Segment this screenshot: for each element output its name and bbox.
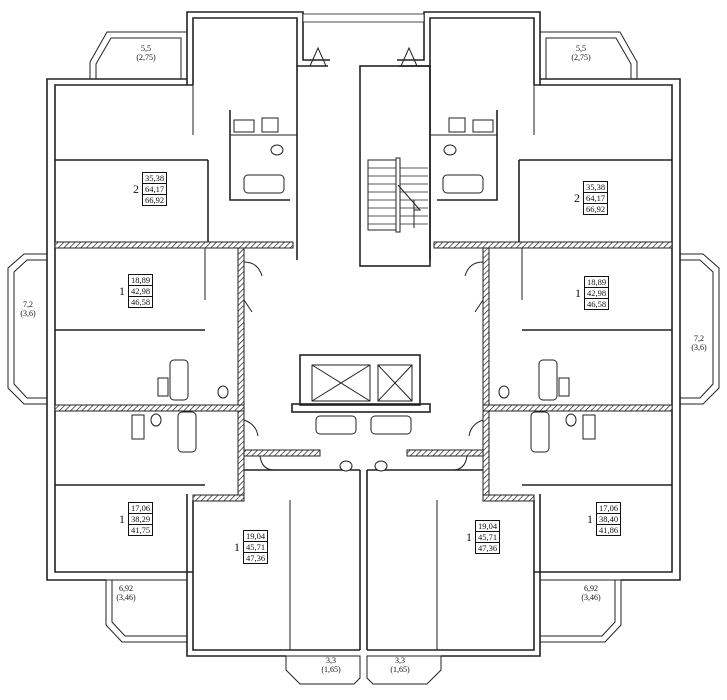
- balcony-label-bottom-right: 3,3(1,65): [390, 656, 410, 674]
- balcony-label-top-right: 5,5(2,75): [571, 44, 591, 62]
- bathroom-fixtures: [131, 117, 596, 472]
- interior-walls: [54, 66, 673, 650]
- outer-walls: [46, 11, 681, 657]
- elevators: [291, 354, 431, 413]
- balcony-label-bottom-left: 3,3(1,65): [321, 656, 341, 674]
- balcony-label-right: 7,2(3,6): [691, 334, 707, 352]
- balconies: [7, 31, 720, 685]
- balcony-label-low-left: 6,92(3,46): [116, 584, 136, 602]
- balcony-label-left: 7,2(3,6): [20, 300, 36, 318]
- balcony-label-low-right: 6,92(3,46): [581, 584, 601, 602]
- stairwell: [359, 65, 431, 267]
- balcony-label-top-left: 5,5(2,75): [136, 44, 156, 62]
- door-swings: [243, 46, 484, 471]
